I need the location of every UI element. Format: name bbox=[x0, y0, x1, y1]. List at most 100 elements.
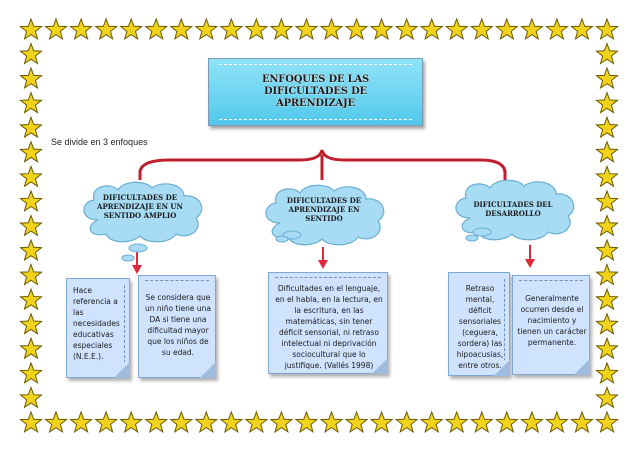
note-2: Se considera que un niño tiene una DA si… bbox=[138, 275, 216, 378]
border-star bbox=[595, 238, 619, 262]
border-star bbox=[19, 336, 43, 360]
border-star bbox=[94, 410, 118, 434]
note-3-text: Dificultades en el lenguaje, en el habla… bbox=[275, 284, 383, 370]
border-star bbox=[244, 410, 269, 434]
border-star bbox=[369, 17, 394, 41]
note-1: Hace referencia a las necesidades educat… bbox=[66, 278, 130, 378]
border-star bbox=[369, 410, 394, 434]
title-box: ENFOQUES DE LAS DIFICULTADES DE APRENDIZ… bbox=[208, 58, 423, 126]
border-star bbox=[19, 385, 43, 409]
border-star bbox=[44, 410, 68, 434]
border-star bbox=[595, 410, 619, 434]
note-2-text: Se considera que un niño tiene una DA si… bbox=[145, 293, 211, 357]
border-star bbox=[520, 410, 544, 434]
border-star bbox=[570, 410, 594, 434]
border-star bbox=[520, 17, 544, 41]
border-star bbox=[595, 164, 619, 188]
border-star bbox=[19, 361, 43, 384]
border-star bbox=[595, 385, 619, 409]
note-4: Retraso mental, déficit sensoriales (ceg… bbox=[448, 272, 510, 376]
border-star bbox=[595, 115, 619, 139]
border-star bbox=[19, 115, 43, 139]
title-dash-bottom bbox=[219, 119, 412, 120]
border-star bbox=[19, 238, 43, 262]
border-star bbox=[595, 361, 619, 384]
border-star bbox=[19, 91, 43, 114]
border-star bbox=[595, 42, 619, 65]
border-star bbox=[419, 410, 444, 434]
border-star bbox=[119, 410, 143, 434]
note-3: Dificultades en el lenguaje, en el habla… bbox=[268, 272, 388, 374]
cloud-3-label: DIFICULTADES DEL DESARROLLO bbox=[473, 200, 553, 218]
border-star bbox=[319, 410, 344, 434]
border-star bbox=[469, 410, 494, 434]
border-star bbox=[595, 336, 619, 360]
border-star bbox=[19, 263, 43, 286]
border-star bbox=[595, 312, 619, 335]
border-star bbox=[144, 410, 169, 434]
arrow-cloud2-to-note3 bbox=[318, 247, 328, 269]
border-star bbox=[19, 410, 43, 434]
border-star bbox=[344, 17, 369, 41]
note-1-text: Hace referencia a las necesidades educat… bbox=[73, 286, 120, 361]
border-star bbox=[244, 17, 269, 41]
cloud-2-label: DIFICULTADES DE APRENDIZAJE EN SENTIDO bbox=[286, 196, 362, 223]
border-star bbox=[595, 91, 619, 114]
border-star bbox=[94, 17, 118, 41]
border-star bbox=[444, 17, 469, 41]
border-star bbox=[19, 66, 43, 90]
border-star bbox=[469, 17, 494, 41]
border-star bbox=[495, 410, 519, 434]
border-star bbox=[269, 17, 294, 41]
note-5-text: Generalmente ocurren desde el nacimiento… bbox=[517, 294, 587, 347]
border-star bbox=[19, 214, 43, 237]
arrow-cloud3-to-note5 bbox=[525, 245, 535, 268]
border-star bbox=[595, 189, 619, 212]
border-star bbox=[495, 17, 519, 41]
border-star bbox=[595, 66, 619, 90]
border-star bbox=[19, 312, 43, 335]
cloud-1 bbox=[83, 181, 203, 262]
border-star bbox=[570, 17, 594, 41]
border-star bbox=[69, 410, 93, 434]
border-star bbox=[419, 17, 444, 41]
border-star bbox=[269, 410, 294, 434]
border-star bbox=[394, 410, 419, 434]
border-star bbox=[194, 410, 219, 434]
title-dash-top bbox=[219, 64, 412, 65]
brace-connector bbox=[138, 149, 507, 174]
cloud-1-label: DIFICULTADES DE APRENDIZAJE EN UN SENTID… bbox=[97, 193, 183, 220]
border-star bbox=[169, 410, 194, 434]
side-note: Se divide en 3 enfoques bbox=[51, 137, 148, 147]
border-star bbox=[69, 17, 93, 41]
border-star bbox=[19, 287, 43, 311]
border-star bbox=[194, 17, 219, 41]
border-star bbox=[19, 140, 43, 163]
border-star bbox=[545, 410, 569, 434]
border-star bbox=[595, 214, 619, 237]
border-star bbox=[319, 17, 344, 41]
border-star bbox=[219, 17, 244, 41]
border-star bbox=[344, 410, 369, 434]
note-4-text: Retraso mental, déficit sensoriales (ceg… bbox=[456, 284, 504, 370]
border-star bbox=[595, 17, 619, 41]
border-star bbox=[595, 287, 619, 311]
border-star bbox=[19, 189, 43, 212]
border-star bbox=[444, 410, 469, 434]
border-star bbox=[44, 17, 68, 41]
border-star bbox=[394, 17, 419, 41]
border-star bbox=[169, 17, 194, 41]
border-star bbox=[294, 17, 319, 41]
diagram-title: ENFOQUES DE LAS DIFICULTADES DE APRENDIZ… bbox=[261, 74, 370, 109]
cloud-2 bbox=[265, 184, 385, 246]
border-star bbox=[144, 17, 169, 41]
border-star bbox=[595, 263, 619, 286]
border-star bbox=[19, 42, 43, 65]
border-star bbox=[294, 410, 319, 434]
cloud-3 bbox=[455, 179, 575, 242]
border-star bbox=[219, 410, 244, 434]
border-star bbox=[19, 164, 43, 188]
